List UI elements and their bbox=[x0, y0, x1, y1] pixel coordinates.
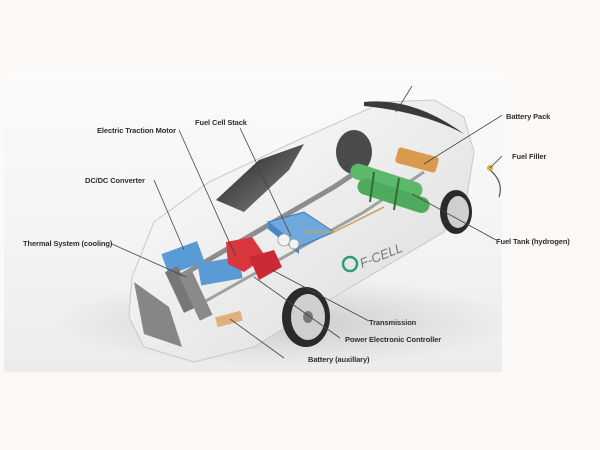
hydrogen-fuel-tanks bbox=[350, 163, 430, 213]
windshield bbox=[216, 144, 304, 212]
label-fuel-cell-stack: Fuel Cell Stack bbox=[195, 118, 247, 127]
label-battery-pack: Battery Pack bbox=[506, 112, 551, 121]
label-transmission: Transmission bbox=[369, 318, 417, 327]
label-fuel-tank: Fuel Tank (hydrogen) bbox=[496, 237, 570, 246]
diagram-panel: F-CELL Fuel Cell Stack Electric Traction… bbox=[4, 72, 570, 372]
front-grille bbox=[134, 282, 182, 347]
label-power-electronic-controller: Power Electronic Controller bbox=[345, 335, 442, 344]
car-cutaway-illustration: F-CELL bbox=[54, 85, 502, 367]
leader-lines bbox=[111, 85, 502, 359]
battery-pack-shape bbox=[395, 147, 439, 173]
rear-spoiler bbox=[364, 101, 464, 134]
front-wheel bbox=[282, 287, 330, 347]
rear-wheel-inner bbox=[336, 130, 372, 174]
label-battery-auxiliary: Battery (auxillary) bbox=[308, 355, 370, 364]
fuel-filler-nozzle bbox=[489, 169, 501, 198]
label-thermal-system: Thermal System (cooling) bbox=[23, 239, 113, 248]
front-components bbox=[161, 233, 300, 328]
label-electric-traction-motor: Electric Traction Motor bbox=[97, 126, 176, 135]
rear-wheel bbox=[440, 190, 472, 234]
label-dc-dc-converter: DC/DC Converter bbox=[85, 176, 145, 185]
label-fuel-filler: Fuel Filler bbox=[512, 152, 547, 161]
